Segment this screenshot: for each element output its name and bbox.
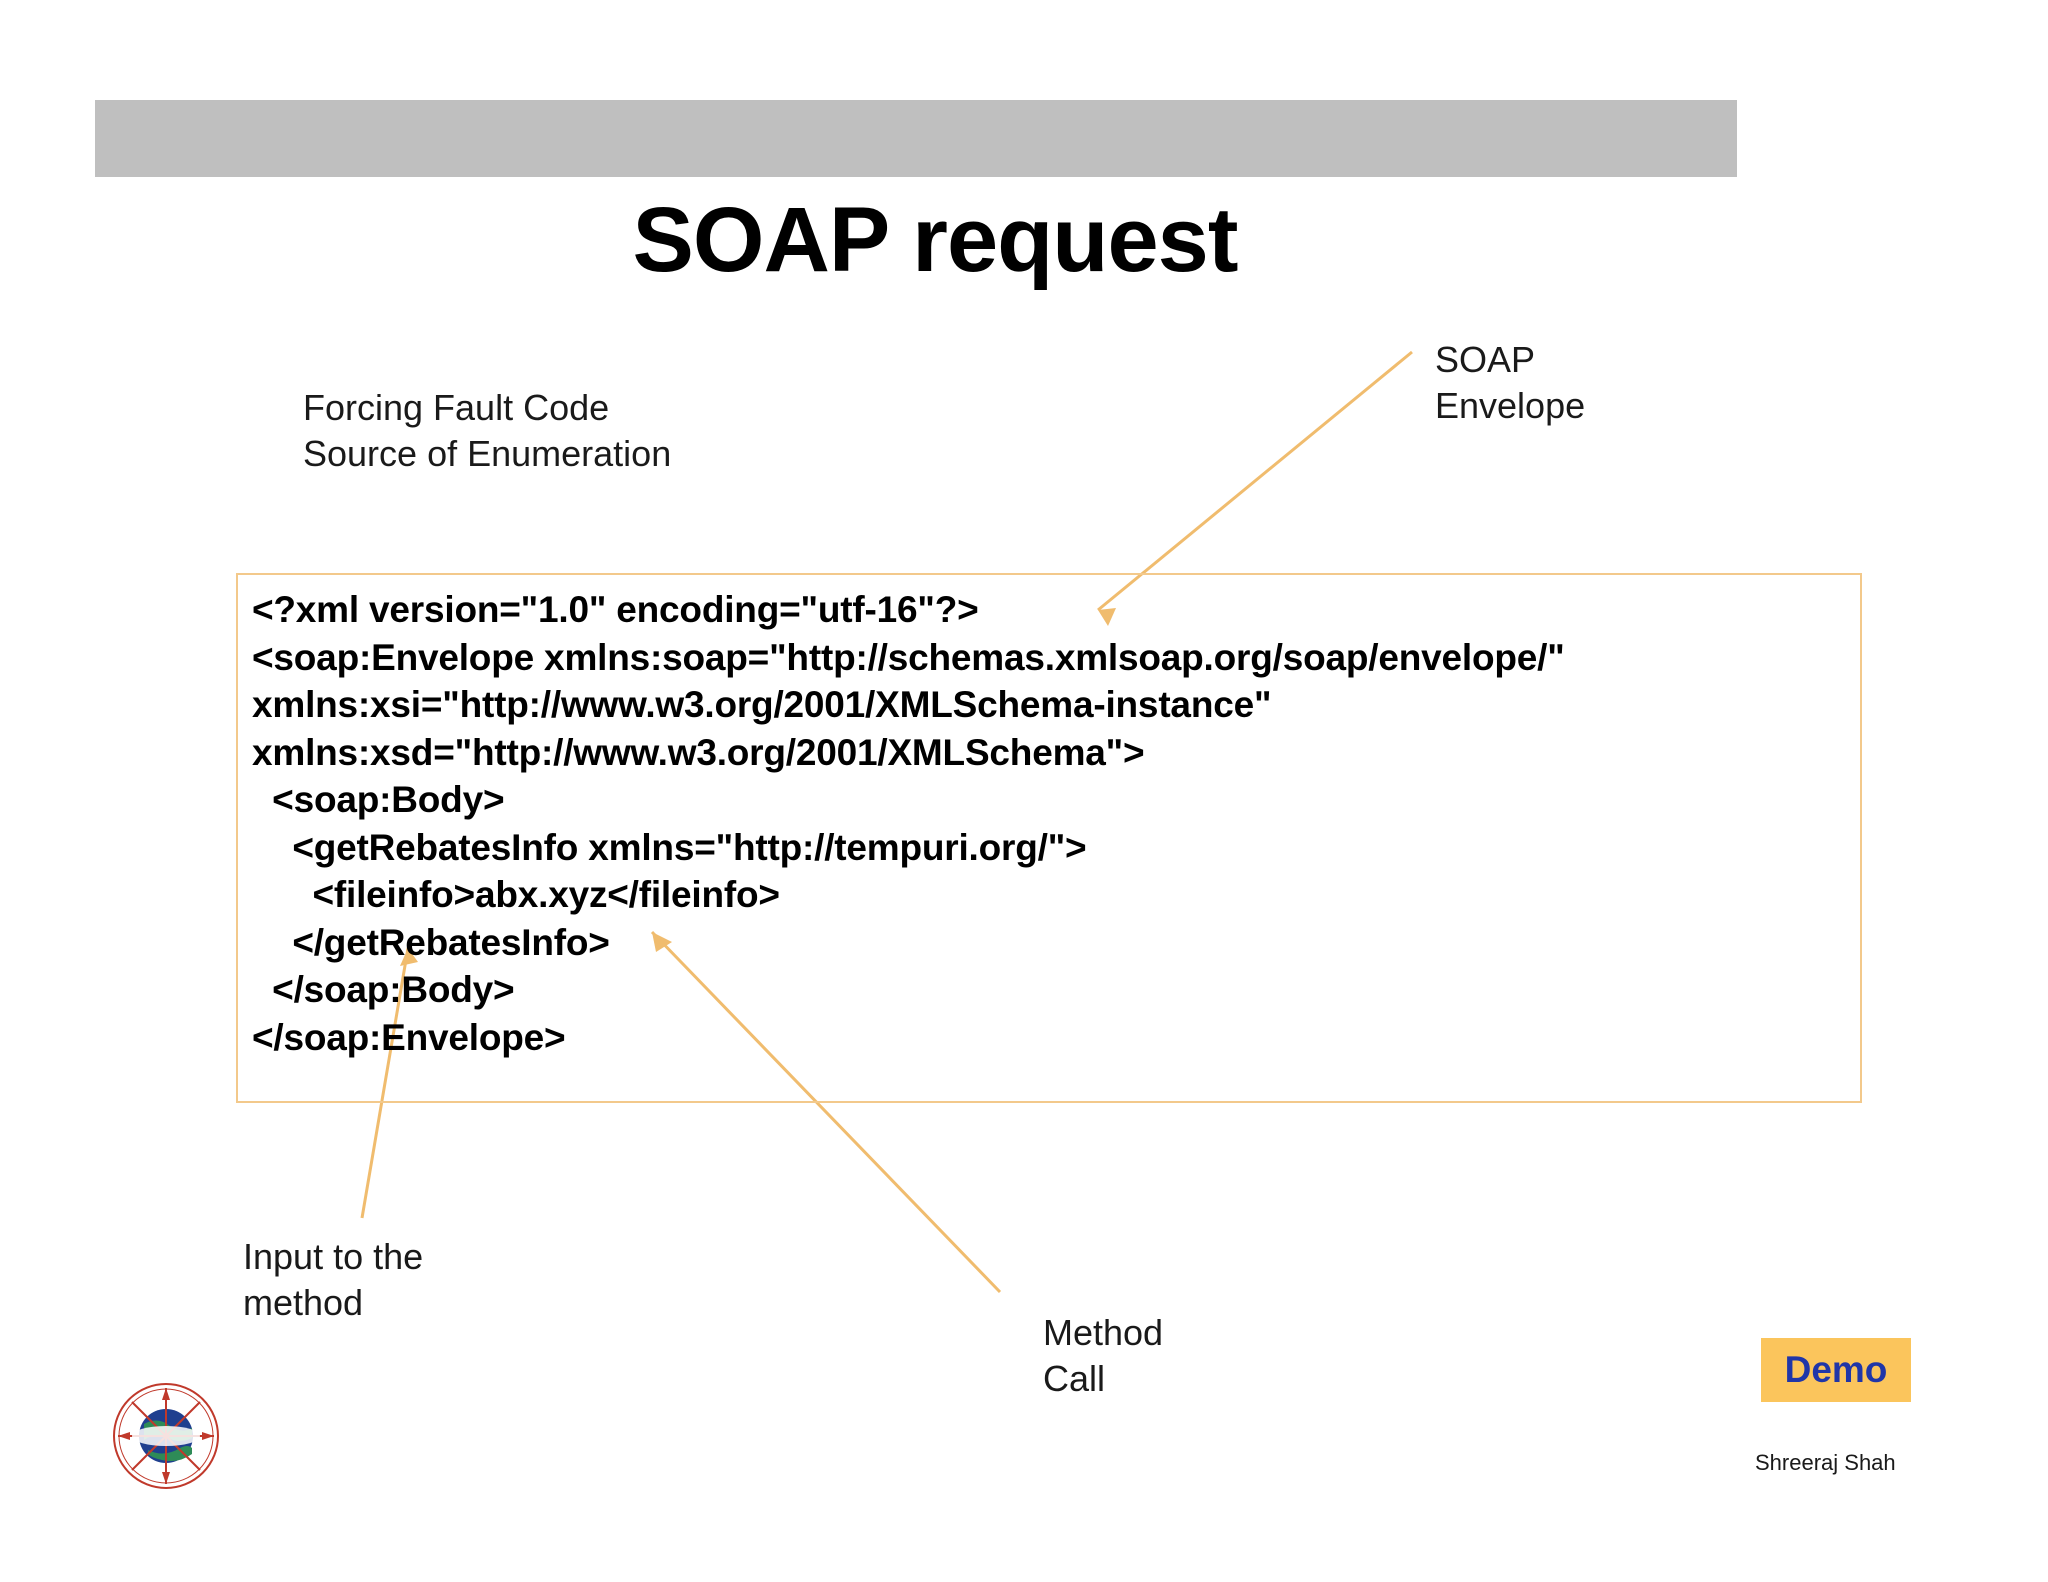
annotation-input-to-method: Input to the method [243, 1236, 424, 1324]
author-signature: Shreeraj Shah [1755, 1450, 1896, 1475]
annotation-soap-envelope: SOAP Envelope [1435, 339, 1586, 427]
conference-logo [113, 1383, 219, 1489]
annotation-forcing-fault-code: Forcing Fault Code Source of Enumeration [303, 387, 672, 475]
code-block-border [236, 573, 1862, 1103]
header-bar [95, 100, 1737, 177]
soap-request-code: <?xml version="1.0" encoding="utf-16"?> … [252, 589, 1565, 1058]
annotation-method-call: Method Call [1043, 1312, 1164, 1400]
page-title: SOAP request [632, 189, 1239, 291]
demo-badge[interactable]: Demo [1761, 1338, 1911, 1402]
